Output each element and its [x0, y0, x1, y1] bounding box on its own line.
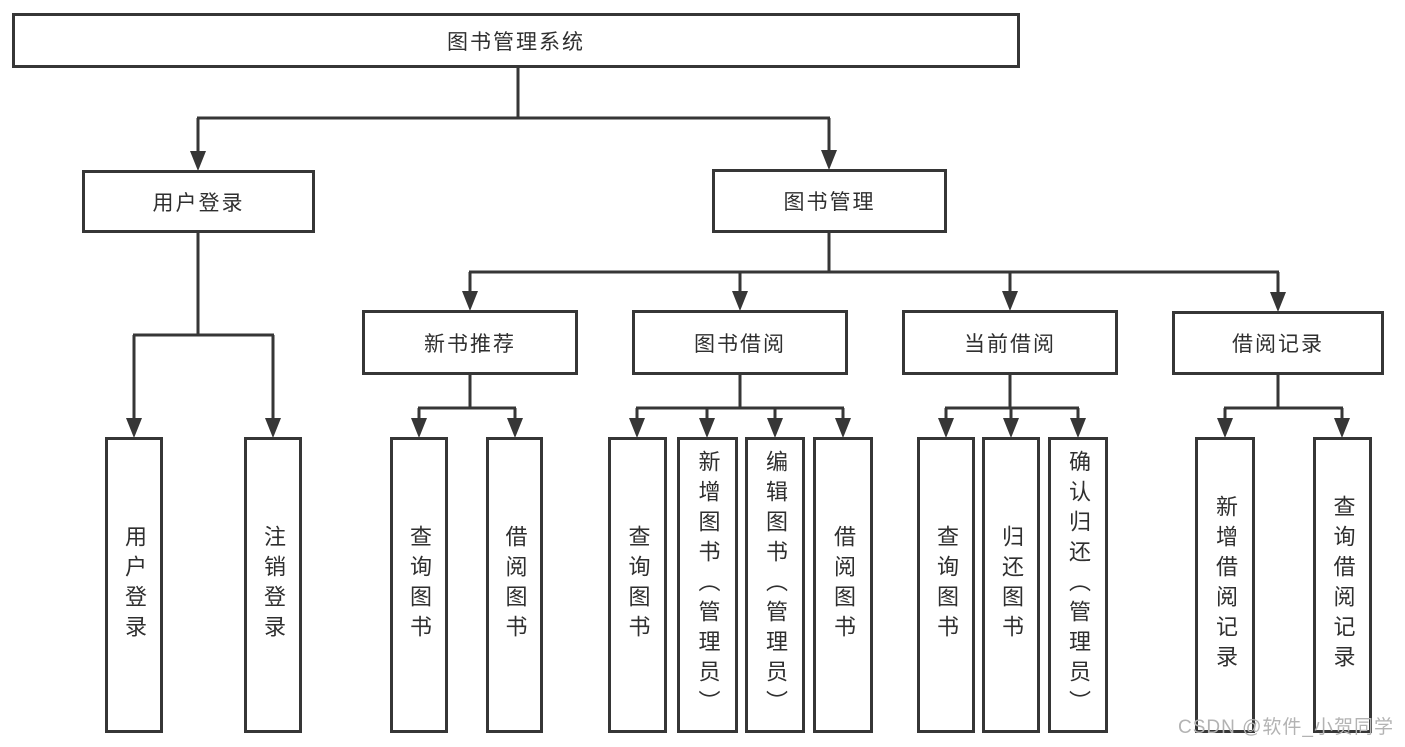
book-management-connector — [468, 233, 1280, 295]
leaf-user-login: 用户登录 — [105, 437, 163, 733]
book-borrowing-connector — [635, 375, 845, 421]
root-connector — [196, 68, 831, 154]
leaf-edit-books-admin: 编辑图书（管理员） — [745, 437, 805, 733]
user-login-connector — [132, 233, 275, 421]
leaf-query-books-recommend: 查询图书 — [390, 437, 448, 733]
node-new-book-recommendation: 新书推荐 — [362, 310, 578, 375]
arrowheads — [126, 150, 1350, 438]
node-current-borrowing: 当前借阅 — [902, 310, 1118, 375]
csdn-watermark: CSDN @软件_小贺同学 — [1178, 717, 1394, 738]
leaf-add-borrow-record: 新增借阅记录 — [1195, 437, 1255, 733]
current-borrowing-connector — [944, 375, 1080, 421]
node-book-borrowing: 图书借阅 — [632, 310, 848, 375]
node-book-management-system: 图书管理系统 — [12, 13, 1020, 68]
leaf-borrow-books-recommend: 借阅图书 — [486, 437, 543, 733]
new-book-connector — [417, 375, 517, 421]
leaf-add-books-admin: 新增图书（管理员） — [677, 437, 738, 733]
borrowing-records-connector — [1223, 375, 1344, 421]
leaf-borrow-books: 借阅图书 — [813, 437, 873, 733]
leaf-confirm-return-admin: 确认归还（管理员） — [1048, 437, 1108, 733]
leaf-query-books-current: 查询图书 — [917, 437, 975, 733]
leaf-return-books: 归还图书 — [982, 437, 1040, 733]
node-user-login: 用户登录 — [82, 170, 315, 233]
leaf-logout-login: 注销登录 — [244, 437, 302, 733]
leaf-query-borrow-record: 查询借阅记录 — [1313, 437, 1372, 733]
node-borrowing-records: 借阅记录 — [1172, 311, 1384, 375]
leaf-query-books-borrowing: 查询图书 — [608, 437, 667, 733]
node-book-management: 图书管理 — [712, 169, 947, 233]
